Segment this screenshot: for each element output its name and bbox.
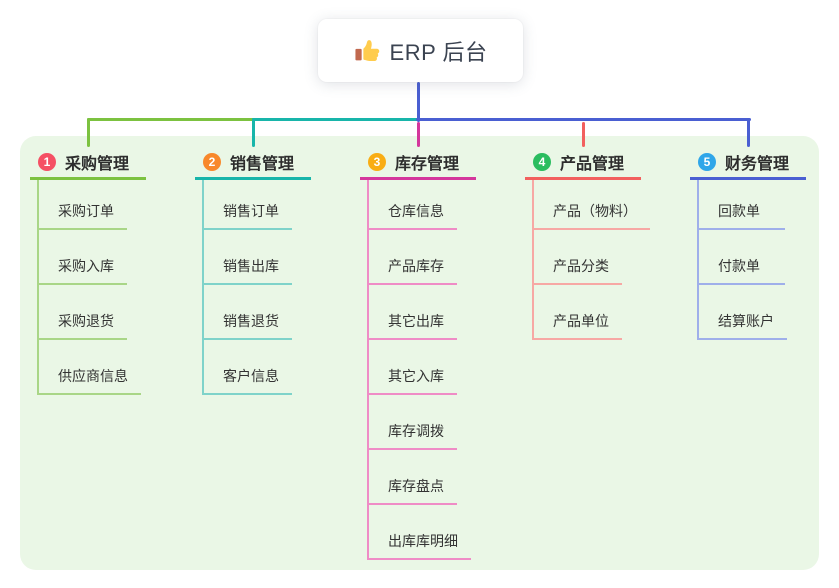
- tree-node[interactable]: 采购订单: [39, 180, 127, 230]
- branch-label: 销售管理: [230, 155, 295, 173]
- tree-node-label: 产品单位: [553, 313, 609, 329]
- tree-node-label: 付款单: [718, 258, 760, 274]
- root-title: ERP 后台: [389, 39, 488, 65]
- tree-node[interactable]: 库存调拨: [369, 395, 457, 450]
- tree-node[interactable]: 仓库信息: [369, 180, 457, 230]
- tree-node-label: 库存调拨: [388, 423, 444, 439]
- root-connector-line: [416, 82, 420, 122]
- branch-drop-line: [251, 118, 255, 147]
- branch-header[interactable]: 5 财务管理: [690, 146, 806, 180]
- tree-node[interactable]: 销售退货: [204, 285, 292, 340]
- tree-node[interactable]: 出库库明细: [369, 505, 471, 560]
- branch-items: 回款单付款单结算账户: [697, 180, 787, 340]
- branch-items: 仓库信息产品库存其它出库其它入库库存调拨库存盘点出库库明细: [367, 180, 471, 560]
- branch-number-badge: 1: [38, 152, 56, 171]
- tree-node-label: 采购退货: [58, 313, 114, 329]
- tree-node-label: 仓库信息: [388, 203, 444, 219]
- tree-node[interactable]: 产品单位: [534, 285, 622, 340]
- root-node[interactable]: ERP 后台: [318, 19, 523, 82]
- branch-label: 库存管理: [395, 155, 460, 173]
- branch-panel: [20, 136, 819, 570]
- tree-node[interactable]: 付款单: [699, 230, 785, 285]
- tree-node[interactable]: 其它出库: [369, 285, 457, 340]
- tree-node[interactable]: 供应商信息: [39, 340, 141, 395]
- branch-header[interactable]: 1 采购管理: [30, 146, 146, 180]
- tree-node[interactable]: 库存盘点: [369, 450, 457, 505]
- tree-node-label: 产品（物料）: [553, 203, 637, 219]
- tree-node-label: 供应商信息: [58, 368, 128, 384]
- tree-node-label: 客户信息: [223, 368, 279, 384]
- tree-node-label: 结算账户: [718, 313, 774, 329]
- tree-node-label: 采购入库: [58, 258, 114, 274]
- tree-node-label: 出库库明细: [388, 533, 458, 549]
- branch-drop-line: [746, 118, 750, 147]
- tree-node-label: 产品库存: [388, 258, 444, 274]
- tree-node[interactable]: 结算账户: [699, 285, 787, 340]
- trunk-line: [415, 118, 751, 121]
- tree-node-label: 销售出库: [223, 258, 279, 274]
- branch-header[interactable]: 3 库存管理: [360, 146, 476, 180]
- branch-label: 产品管理: [560, 155, 625, 173]
- tree-node[interactable]: 产品（物料）: [534, 180, 650, 230]
- branch-items: 产品（物料） 产品分类产品单位: [532, 180, 650, 340]
- branch-header[interactable]: 2 销售管理: [195, 146, 311, 180]
- branch-label: 采购管理: [65, 155, 130, 173]
- tree-node[interactable]: 销售出库: [204, 230, 292, 285]
- tree-node-label: 其它出库: [388, 313, 444, 329]
- branch-number-badge: 4: [533, 152, 551, 171]
- branch-drop-line: [86, 118, 90, 147]
- branch-drop-line: [581, 122, 585, 147]
- tree-node-label: 销售退货: [223, 313, 279, 329]
- tree-node[interactable]: 采购入库: [39, 230, 127, 285]
- branch-number-badge: 3: [368, 152, 386, 171]
- branch-items: 销售订单销售出库销售退货客户信息: [202, 180, 292, 395]
- branch-items: 采购订单采购入库采购退货供应商信息: [37, 180, 141, 395]
- tree-node-label: 库存盘点: [388, 478, 444, 494]
- trunk-line: [86, 118, 257, 121]
- tree-node[interactable]: 产品分类: [534, 230, 622, 285]
- tree-node-label: 销售订单: [223, 203, 279, 219]
- tree-node[interactable]: 客户信息: [204, 340, 292, 395]
- trunk-line: [251, 118, 421, 121]
- tree-node-label: 采购订单: [58, 203, 114, 219]
- branch-number-badge: 2: [203, 152, 221, 171]
- tree-node[interactable]: 销售订单: [204, 180, 292, 230]
- tree-node-label: 产品分类: [553, 258, 609, 274]
- tree-node-label: 其它入库: [388, 368, 444, 384]
- tree-node[interactable]: 其它入库: [369, 340, 457, 395]
- branch-label: 财务管理: [725, 155, 790, 173]
- tree-node[interactable]: 产品库存: [369, 230, 457, 285]
- branch-header[interactable]: 4 产品管理: [525, 146, 641, 180]
- tree-node-label: 回款单: [718, 203, 760, 219]
- tree-node[interactable]: 回款单: [699, 180, 785, 230]
- tree-node[interactable]: 采购退货: [39, 285, 127, 340]
- thumbs-up-icon: [354, 38, 380, 64]
- branch-number-badge: 5: [698, 152, 716, 171]
- branch-drop-line: [416, 122, 420, 147]
